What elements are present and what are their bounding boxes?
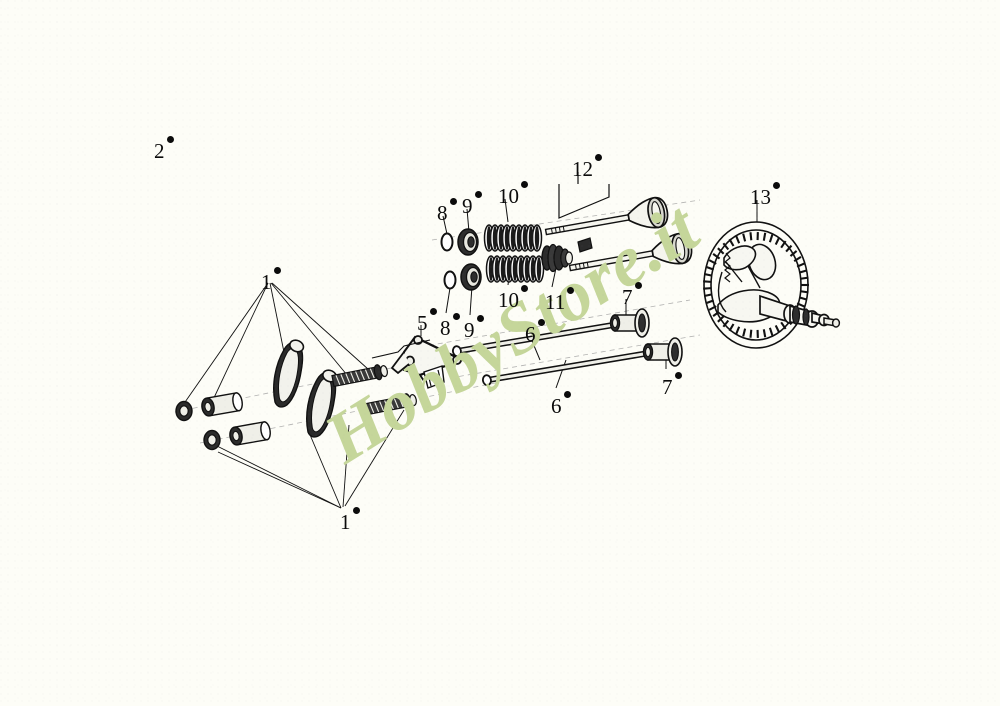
label-13-camshaft: 13 [750, 182, 780, 209]
label-11: 11 [545, 287, 575, 314]
callout-dot-icon [521, 181, 528, 188]
callout-number: 10 [498, 184, 519, 208]
callout-dot-icon [634, 282, 642, 289]
callout-dot-icon [449, 198, 457, 205]
callout-number: 12 [572, 157, 593, 181]
label-8-upper: 8 [437, 198, 457, 225]
part-group-valve-springs [440, 198, 593, 316]
callout-dot-icon [429, 308, 437, 315]
callout-dot-icon [273, 267, 281, 274]
label-6-lower: 6 [551, 391, 571, 418]
callout-dot-icon [563, 391, 571, 398]
callout-dot-icon [166, 136, 174, 143]
label-1-upper-left: 1 [261, 267, 281, 294]
label-1-bottom: 1 [340, 507, 360, 534]
label-9-upper: 9 [462, 191, 482, 218]
part-5-rocker-bracket [371, 325, 465, 389]
callout-number: 2 [154, 139, 165, 163]
part-group-1-rocker-arms [175, 282, 419, 509]
callout-dot-icon [521, 285, 528, 292]
label-10-upper: 10 [498, 181, 528, 208]
callout-number: 9 [462, 194, 473, 218]
callout-number: 13 [750, 185, 771, 209]
callout-number: 7 [662, 375, 673, 399]
label-7-lower-right: 7 [662, 372, 682, 399]
callout-dot-icon [474, 191, 482, 198]
label-8-lower: 8 [440, 313, 460, 340]
callout-dot-icon [567, 287, 575, 294]
label-10-lower: 10 [498, 285, 528, 312]
callout-dot-icon [674, 372, 682, 379]
callout-number: 10 [498, 288, 519, 312]
callout-number: 6 [551, 394, 562, 418]
callout-number: 1 [340, 510, 351, 534]
callout-dot-icon [537, 319, 545, 326]
label-9-lower: 9 [464, 315, 484, 342]
callout-number: 9 [464, 318, 475, 342]
callout-dot-icon [476, 315, 484, 322]
callout-number: 6 [525, 322, 536, 346]
callout-dot-icon [773, 182, 780, 189]
label-7-upper-right: 7 [622, 282, 642, 309]
callout-dot-icon [352, 507, 360, 514]
label-5-bracket: 5 [417, 308, 437, 335]
callout-number: 11 [545, 290, 566, 314]
label-6-upper: 6 [525, 319, 545, 346]
part-group-12-valves [542, 172, 695, 284]
callout-number: 8 [437, 201, 448, 225]
callout-number: 7 [622, 285, 633, 309]
part-13-camshaft-timing-gear [703, 200, 841, 349]
callout-dot-icon [452, 313, 460, 320]
callout-number: 1 [261, 270, 272, 294]
callout-number: 5 [417, 311, 428, 335]
label-12-top: 12 [572, 154, 602, 181]
part-group-7-tappets [609, 299, 683, 369]
label-2-top-left: 2 [154, 136, 174, 163]
callout-dot-icon [595, 154, 602, 161]
callout-number: 8 [440, 316, 451, 340]
